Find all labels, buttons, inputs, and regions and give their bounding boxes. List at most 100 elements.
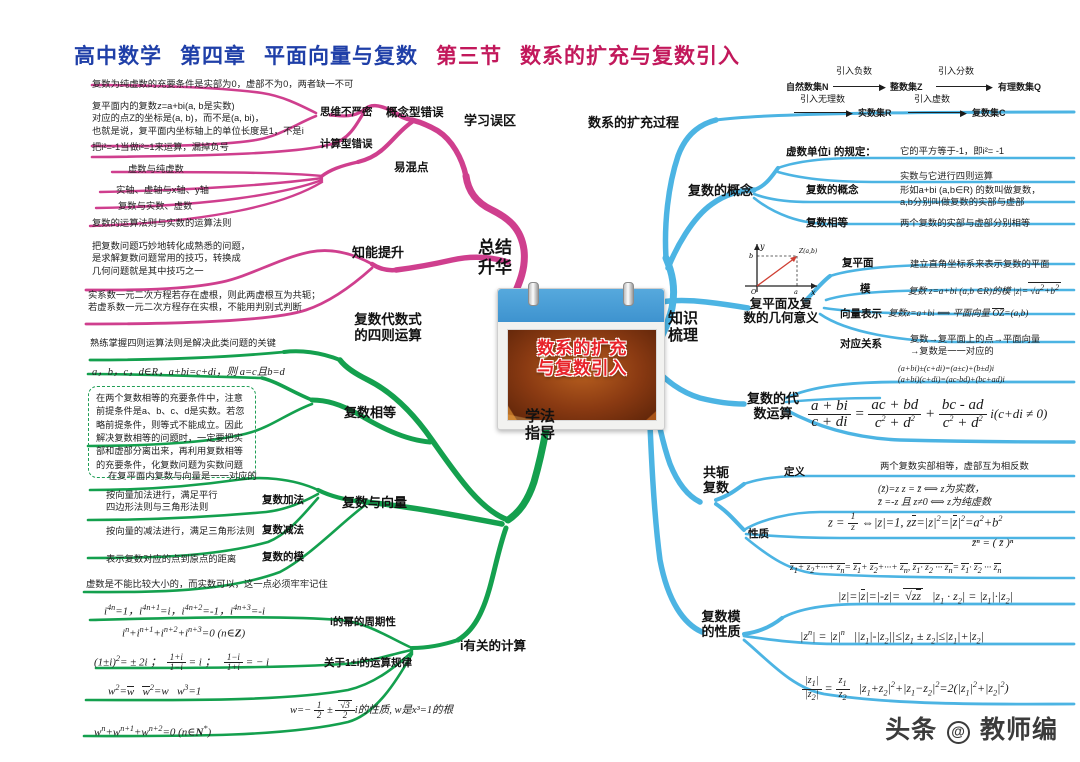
leaf-conjugate-prop-1: (z̄)=z z = z̄ ⟺ z为实数， z̄ =-z 且 z≠0 ⟺ z为纯… [878, 483, 991, 509]
page-title: 高中数学第四章平面向量与复数第三节数系的扩充与复数引入 [74, 40, 740, 70]
leaf-modulus-meaning: 表示复数对应的点到原点的距离 [106, 554, 237, 564]
branch-algebraic-four-operations[interactable]: 复数代数式 的四则运算 [340, 312, 436, 343]
branch-conjugate-complex-l2: 复数 [702, 479, 729, 495]
complex-plane-figure: y x b a O Z(a,b) [745, 242, 818, 296]
header-subject: 高中数学 [74, 45, 162, 68]
leaf-modulus-formula: 复数 z=a+bi (a,b ∈R)的模 |z|=√a2+b2 [908, 282, 1062, 298]
leaf-confuse-axes: 实轴、虚轴与x轴、y轴 [116, 185, 209, 195]
subbranch-confusables[interactable]: 易混点 [394, 162, 429, 174]
branch-number-system-expansion[interactable]: 数系的扩充过程 [588, 115, 680, 130]
watermark: 头条 @ 教师编 [885, 710, 1058, 746]
leaf-vector-representation-math: OZ=(a,b) [992, 308, 1029, 319]
leaf-w-sum: wn+wn+1+wn+2=0 (n∈N*) [94, 724, 212, 739]
subbranch-complex-plane: 复平面 [842, 257, 874, 269]
branch-learning-misconceptions[interactable]: 学习误区 [464, 113, 517, 128]
main-branch-method-line2: 指导 [524, 425, 555, 443]
card-title: 数系的扩充 与复数引入 [508, 338, 656, 378]
leaf-vector-representation-formula: 复数z=a+bi ⟺ 平面向量 OZ=(a,b) [888, 307, 1028, 320]
leaf-addmul-formula: (a+bi)±(c+di)=(a±c)+(b±d)i (a+bi)(c+di)=… [898, 364, 1005, 386]
branch-conjugate-complex[interactable]: 共轭 复数 [692, 465, 740, 496]
subbranch-concept-error[interactable]: 概念型错误 [386, 107, 444, 119]
header-chapter-title: 平面向量与复数 [264, 45, 418, 68]
svg-text:y: y [759, 242, 765, 251]
branch-complex-equality[interactable]: 复数相等 [344, 405, 397, 420]
subbranch-thinking-imprecise: 思维不严密 [320, 106, 373, 118]
branch-modulus-properties-l2: 的性质 [701, 623, 741, 639]
center-topic-card[interactable]: 数系的扩充 与复数引入 [497, 282, 665, 430]
svg-text:a: a [794, 288, 798, 296]
leaf-complex-plane-point-l3: 也就是说，复平面内坐标轴上的单位长度是1，不是i [92, 125, 304, 136]
leaf-complex-form-l2: a,b分别叫做复数的实部与虚部 [900, 197, 1025, 208]
leaf-vector-correspondence: 在复平面内复数与向量是一一对应的 [108, 471, 257, 481]
leaf-vector-representation-text: 复数z=a+bi ⟺ 平面向量 [888, 309, 990, 319]
branch-algebraic-four-operations-l1: 复数代数式 [354, 312, 422, 327]
main-branch-knowledge[interactable]: 知识 梳理 [660, 310, 706, 345]
subbranch-complex-equal: 复数相等 [806, 217, 848, 229]
main-branch-method[interactable]: 学法 指导 [512, 408, 568, 443]
leaf-complex-plane-point-l2: 对应的点Z的坐标是(a, b)，而不是(a, bi)， [92, 113, 265, 124]
header-section: 第三节 [436, 45, 502, 68]
leaf-correspondence-chain: 复数→复平面上的点→平面向量 →复数是一一对应的 [910, 333, 1040, 358]
leaf-correspondence-chain-l1: 复数→复平面上的点→平面向量 [910, 334, 1041, 344]
chain-arrow-2-icon [936, 86, 990, 87]
leaf-master-four-operations: 熟练掌握四则运算法则是解决此类问题的关键 [90, 338, 276, 348]
subbranch-complex-addition: 复数加法 [262, 494, 304, 506]
subbranch-vector-representation: 向量表示 [840, 308, 882, 320]
chain-arrowhead-1-icon: ▶ [879, 82, 886, 92]
branch-ability-improvement[interactable]: 知能提升 [352, 245, 405, 260]
card-header-bar [498, 289, 664, 322]
subbranch-complex-definition: 复数的概念 [806, 184, 859, 196]
branch-algebraic-operations-l2: 数运算 [753, 405, 793, 421]
leaf-conjugate-prop-1b: z̄ =-z 且 z≠0 ⟺ z为纯虚数 [878, 497, 991, 509]
leaf-addition-rule-l1: 按向量加法进行，满足平行 [106, 490, 218, 500]
leaf-modulus-prop-1: |z|=|z|=|-z|= √zz |z1 · z2| = |z1|·|z2| [838, 588, 1014, 606]
chain-arrowhead-2-icon: ▶ [986, 82, 993, 92]
subbranch-conjugate-properties: 性质 [748, 528, 769, 540]
leaf-real-coefficient-equation: 实系数一元二次方程若存在虚根，则此两虚根互为共轭； 若虚系数一元二次方程存在实根… [88, 289, 320, 314]
leaf-confuse-imaginary: 虚数与纯虚数 [128, 164, 184, 174]
leaf-complex-form: 形如a+bi (a,b∈R) 的数叫做复数， a,b分别叫做复数的实部与虚部 [900, 184, 1041, 209]
watermark-name: 教师编 [979, 716, 1058, 744]
leaf-cannot-compare: 虚数是不能比较大小的，而实数可以，这一点必须牢牢记住 [86, 579, 328, 589]
main-branch-summary[interactable]: 总结 升华 [464, 238, 526, 277]
chain-node-Z: 整数集Z [890, 82, 923, 92]
leaf-conjugate-prop-1a: (z̄)=z z = z̄ ⟺ z为实数， [878, 484, 985, 495]
branch-algebraic-operations[interactable]: 复数的代 数运算 [736, 391, 810, 422]
svg-text:b: b [749, 252, 753, 260]
watermark-prefix: 头条 [885, 716, 938, 744]
leaf-addmul-formula-l1: (a+bi)±(c+di)=(a±c)+(b±d)i [898, 364, 995, 373]
chain-arrow-1-icon [833, 86, 883, 87]
chain-node-Q: 有理数集Q [998, 82, 1042, 92]
branch-i-calculations[interactable]: i有关的计算 [460, 639, 526, 653]
branch-complex-plane-geometry[interactable]: 复平面及复 数的几何意义 [726, 297, 836, 326]
leaf-modulus-formula-text: 复数 z=a+bi (a,b ∈R)的模 [908, 287, 1011, 298]
branch-modulus-properties[interactable]: 复数模 的性质 [690, 609, 752, 640]
subbranch-1pmi-rules: 关于1±i的运算规律 [324, 657, 413, 669]
chain-node-N: 自然数集N [786, 82, 829, 92]
leaf-addition-rule: 按向量加法进行，满足平行 四边形法则与三角形法则 [106, 489, 218, 514]
card-ring-right-icon [623, 282, 634, 306]
header-section-title: 数系的扩充与复数引入 [520, 45, 740, 68]
leaf-correspondence-chain-l2: →复数是一一对应的 [910, 346, 994, 357]
leaf-addmul-formula-l2: (a+bi)(c+di)=(ac-bd)+(bc+ad)i [898, 374, 1005, 384]
chain-arrow-label-3: 引入无理数 [800, 94, 846, 104]
leaf-complex-plane-point: 复平面内的复数z=a+bi(a, b是实数) 对应的点Z的坐标是(a, b)，而… [92, 100, 304, 137]
leaf-confuse-real-imaginary: 复数与实数、虚数 [118, 201, 193, 211]
leaf-transform-technique-l1: 把复数问题巧妙地转化成熟悉的问题， [92, 241, 251, 251]
branch-modulus-properties-l1: 复数模 [701, 609, 741, 624]
leaf-real-coefficient-equation-l1: 实系数一元二次方程若存在虚根，则此两虚根互为共轭； [88, 290, 321, 300]
branch-complex-and-vector[interactable]: 复数与向量 [342, 495, 408, 510]
leaf-modulus-prop-2: |zn| = |z|n ||z1|-|z2||≤|z1 ± z2|≤|z1|+|… [800, 628, 984, 646]
chain-arrow-label-2: 引入分数 [938, 66, 975, 76]
leaf-i-squared-def: 它的平方等于-1，即i²= -1 [900, 146, 1005, 156]
svg-text:Z(a,b): Z(a,b) [798, 248, 818, 255]
leaf-i-power-formula: i4n=1，i4n+1=i，i4n+2=-1，i4n+3=-i [104, 603, 266, 618]
main-branch-method-line1: 学法 [524, 408, 555, 425]
subbranch-i-power-period: i的幂的周期性 [330, 616, 396, 628]
branch-complex-concept[interactable]: 复数的概念 [688, 183, 754, 198]
subbranch-calculation-error: 计算型错误 [320, 138, 373, 150]
